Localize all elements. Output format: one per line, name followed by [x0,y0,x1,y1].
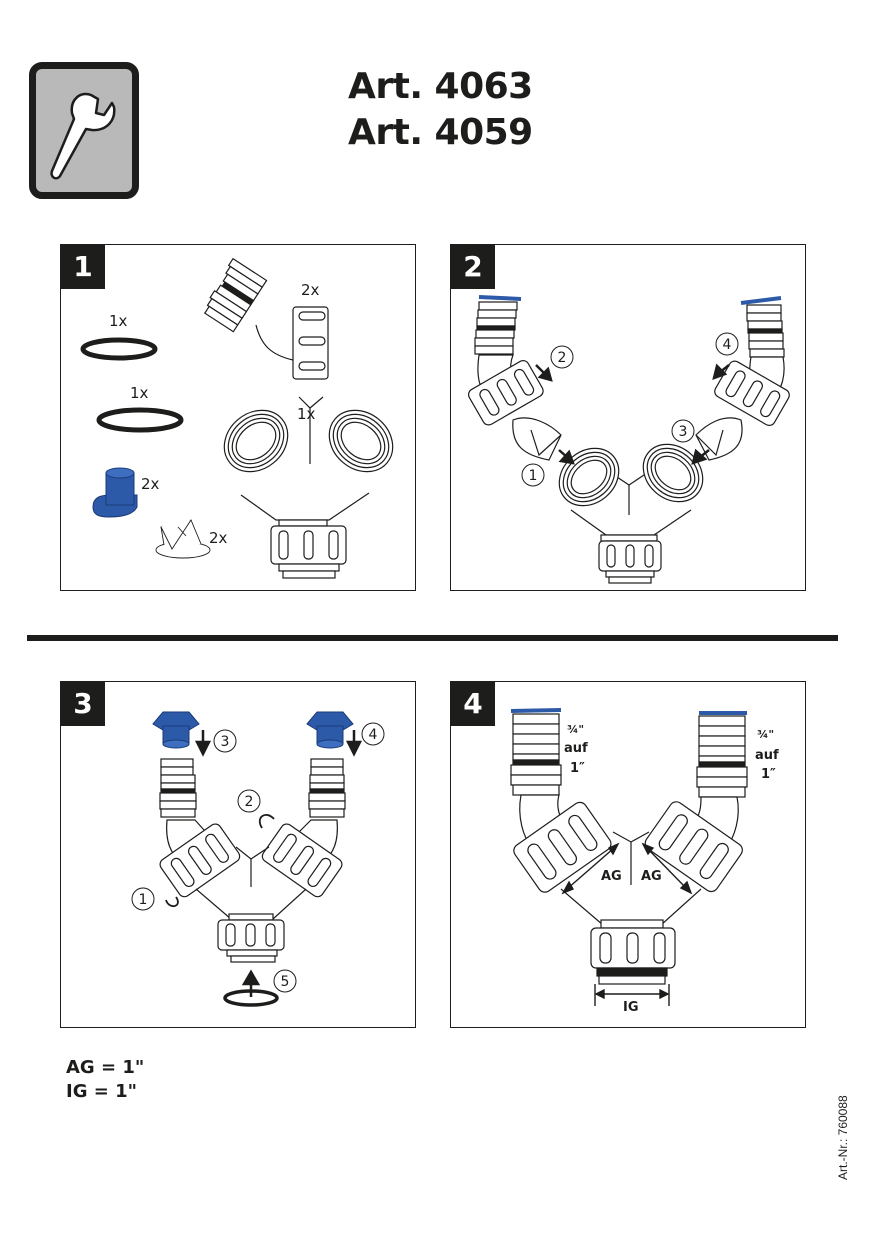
callout-3: 3 [679,424,688,440]
spec-ig: IG = 1" [66,1081,137,1102]
tool-badge [29,62,139,199]
ig-label: IG [623,1000,639,1015]
y-distributor [558,443,704,584]
dimension-illustration: ¾" auf 1″ ¾" auf 1″ AG AG IG [510,708,779,1015]
step-panel-2: 2 [450,244,806,591]
assembly-illustration: 1 2 3 4 5 [131,711,385,1007]
arrow-head-icon [558,449,575,465]
arrow-head-icon [241,969,261,986]
qty-label: 2x [301,281,320,299]
arrow-head-icon [194,740,212,757]
qty-label: 2x [141,475,160,493]
blue-cap [92,467,138,518]
callout-4: 4 [723,337,732,353]
y-distributor [223,396,394,579]
hose-elbow-left [510,713,612,893]
callout-3: 3 [221,734,230,750]
thread-size-left: ¾" [567,723,584,736]
arrow-head-icon [345,740,363,757]
qty-label: 1x [130,384,149,402]
qty-label: 2x [209,529,228,547]
hose-elbow-connector [203,257,329,380]
arrow-head-icon [537,366,553,382]
step-number: 2 [451,245,495,289]
wrench-icon [50,92,116,180]
thread-size-right: ¾" [757,728,774,741]
callout-1: 1 [529,468,538,484]
step-panel-3: 3 [60,681,416,1028]
step-number: 1 [61,245,105,289]
hose-elbow-left [159,758,241,898]
step-panel-1: 1 1x 1x [60,244,416,591]
o-ring-large [96,407,184,433]
article-title: Art. 4063 Art. 4059 [348,64,533,156]
thread-specs: AG = 1" IG = 1" [66,1056,144,1104]
callout-1: 1 [139,892,148,908]
article-number-1: Art. 4063 [348,66,533,107]
spec-ag: AG = 1" [66,1057,145,1078]
auf-right: auf [755,748,779,763]
ag-label-right: AG [641,869,662,884]
callout-4: 4 [369,727,378,743]
article-number-2: Art. 4059 [348,112,533,153]
auf-left: auf [564,741,588,756]
callouts [521,332,739,487]
arrows [535,363,730,465]
inch-left: 1″ [570,761,585,776]
hose-elbow-right [644,715,748,893]
hose-elbow-right [714,304,790,426]
callout-5: 5 [281,974,290,990]
step-panel-4: 4 [450,681,806,1028]
check-valve [155,519,211,559]
parts-illustration: 1x 1x 2x [80,257,394,579]
blue-cap-left [152,711,200,749]
step-number: 4 [451,682,495,726]
step-number: 3 [61,682,105,726]
ag-label-left: AG [601,869,622,884]
hose-elbow-right [261,758,346,898]
qty-label: 1x [109,312,128,330]
qty-label: 1x [297,405,316,423]
arrow-head-icon [691,448,708,465]
blue-cap-right [306,711,354,749]
callout-2: 2 [245,794,254,810]
o-ring-small [80,337,158,361]
dimension-arrows [561,842,693,1006]
rotate-arrow-icon [258,814,275,829]
inch-right: 1″ [761,767,776,782]
section-divider [27,635,838,641]
article-number-footer: Art.-Nr.: 760088 [836,1095,850,1180]
check-valve-left [512,417,562,461]
check-valve-right [695,417,743,461]
rotate-arrow-icon [165,896,179,907]
arrow-head-icon [712,363,728,380]
assembly-illustration: 1 2 3 4 [468,295,790,584]
hose-elbow-left [468,301,544,426]
callout-2: 2 [558,350,567,366]
